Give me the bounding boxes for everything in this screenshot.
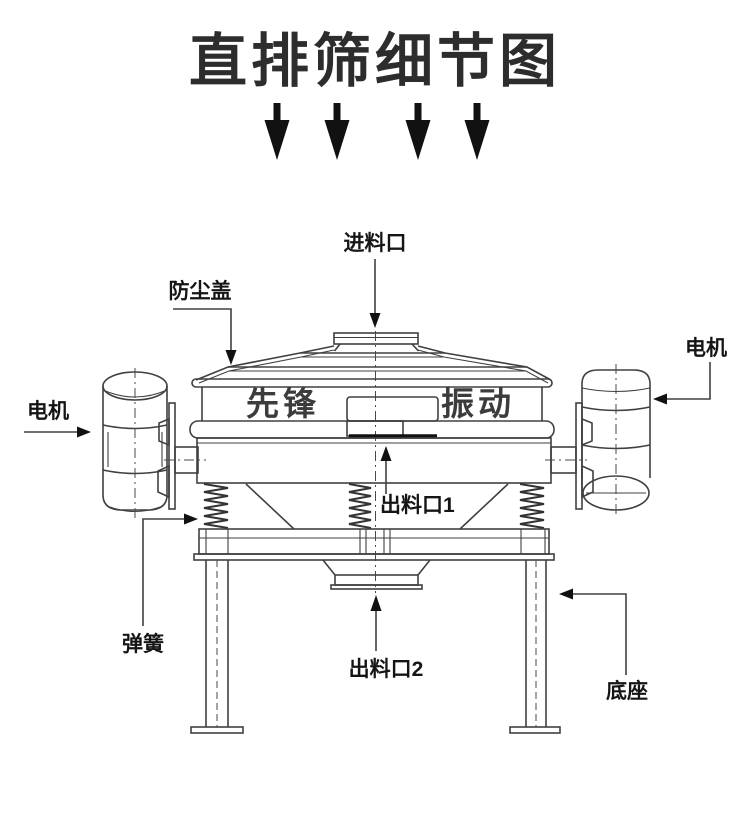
motor-right-annotation: 电机 (653, 336, 727, 405)
motor-right-label: 电机 (685, 336, 727, 360)
suspension-springs (203, 483, 545, 529)
title-down-arrows (264, 103, 490, 160)
left-motor-mount (157, 402, 206, 510)
feed-inlet-annotation: 进料口 (344, 232, 407, 328)
dust-cover-label: 防尘盖 (169, 279, 232, 303)
right-leg (509, 560, 561, 734)
base-ring (193, 528, 555, 561)
frame-rings (189, 420, 555, 484)
motor-left-annotation: 电机 (24, 399, 91, 438)
down-arrow-icon (324, 103, 350, 160)
base-label: 底座 (606, 679, 648, 703)
arrow-right-icon (184, 513, 198, 525)
arrow-up-icon (370, 595, 382, 611)
arrow-left-icon (559, 588, 573, 600)
arrow-left-icon (653, 393, 667, 405)
base-annotation: 底座 (559, 588, 648, 703)
discharge-spout (346, 396, 439, 438)
spring-label: 弹簧 (122, 632, 164, 656)
arrow-up-icon (380, 446, 392, 461)
feed-inlet-label: 进料口 (344, 232, 407, 255)
spring-coil (519, 483, 545, 529)
spring-coil (348, 483, 372, 529)
down-arrow-icon (264, 103, 290, 160)
brand-text-left: 先锋 (246, 385, 320, 422)
hopper-cone-lines (245, 483, 509, 530)
arrow-down-icon (369, 313, 381, 328)
left-motor (102, 368, 168, 518)
screen-body-band: 先锋 振动 (201, 385, 543, 422)
spring-coil (203, 483, 229, 529)
page-title: 直排筛细节图 (188, 29, 561, 94)
down-arrow-icon (405, 103, 431, 160)
bottom-funnel (322, 559, 431, 590)
outlet1-annotation: 出料口1 (380, 446, 455, 517)
dust-cover (191, 332, 553, 388)
dust-cover-annotation: 防尘盖 (169, 279, 237, 365)
motor-left-label: 电机 (27, 399, 69, 423)
left-leg (190, 560, 244, 734)
outlet2-label: 出料口2 (349, 658, 424, 681)
arrow-down-icon (225, 350, 237, 365)
outlet2-annotation: 出料口2 (349, 595, 424, 681)
outlet1-label: 出料口1 (380, 494, 455, 517)
right-motor-mount (545, 402, 594, 510)
arrow-right-icon (77, 426, 91, 438)
brand-text-right: 振动 (441, 385, 515, 422)
spring-annotation: 弹簧 (122, 513, 198, 656)
down-arrow-icon (464, 103, 490, 160)
